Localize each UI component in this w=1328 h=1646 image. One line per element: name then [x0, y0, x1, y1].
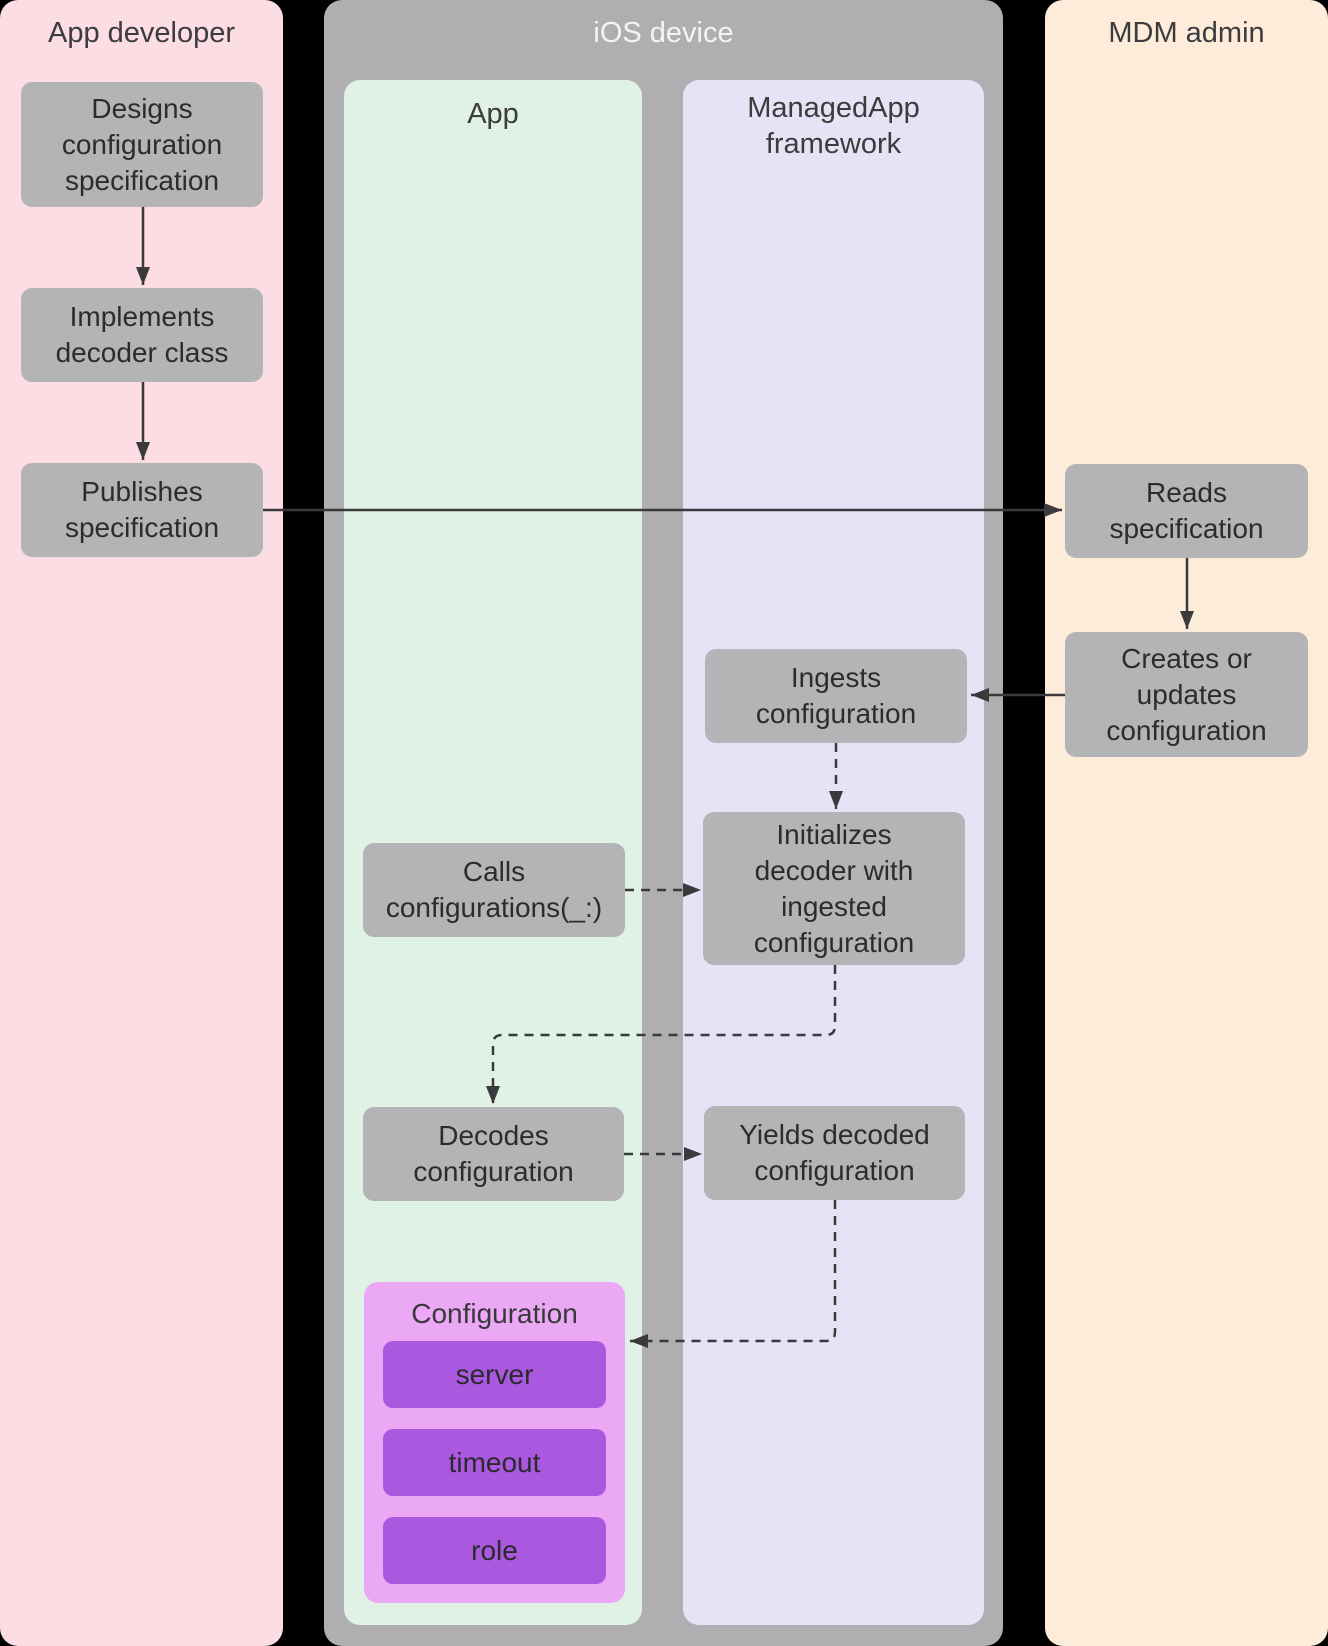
node-decodes-configuration: Decodes configuration — [363, 1107, 624, 1201]
configuration-field-server: server — [383, 1341, 606, 1408]
configuration-field-timeout: timeout — [383, 1429, 606, 1496]
ios-device-title: iOS device — [593, 17, 734, 49]
node-implements-decoder-class: Implements decoder class — [21, 288, 263, 382]
node-ingests-configuration: Ingests configuration — [705, 649, 967, 743]
node-creates-or-updates-configuration: Creates or updates configuration — [1065, 632, 1308, 757]
node-reads-specification: Reads specification — [1065, 464, 1308, 558]
configuration-box: Configuration server timeout role — [364, 1282, 625, 1603]
mdm-admin-title: MDM admin — [1108, 17, 1265, 49]
column-app-developer — [0, 0, 283, 1646]
managed-app-framework-title: ManagedApp framework — [747, 92, 920, 160]
column-mdm-admin — [1045, 0, 1328, 1646]
node-calls-configurations: Calls configurations(_:) — [363, 843, 625, 937]
node-initializes-decoder: Initializes decoder with ingested config… — [703, 812, 965, 965]
node-publishes-specification: Publishes specification — [21, 463, 263, 557]
configuration-field-role: role — [383, 1517, 606, 1584]
app-title: App — [467, 98, 519, 130]
configuration-title: Configuration — [411, 1298, 578, 1329]
node-yields-decoded-configuration: Yields decoded configuration — [704, 1106, 965, 1200]
app-developer-title: App developer — [47, 17, 236, 49]
node-designs-configuration-specification: Designs configuration specification — [21, 82, 263, 207]
